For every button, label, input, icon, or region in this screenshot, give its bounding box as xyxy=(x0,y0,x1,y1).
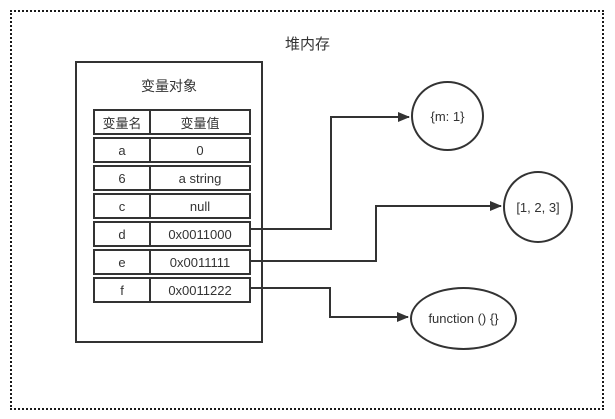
table-header-row: 变量名 变量值 xyxy=(93,109,251,135)
variable-table: 变量名 变量值 a 0 6 a string c null d 0x001100… xyxy=(93,109,251,303)
heap-object-map-label: {m: 1} xyxy=(430,108,465,124)
heap-object-function-label: function () {} xyxy=(428,311,499,326)
table-row-6: 6 a string xyxy=(93,165,251,191)
cell-name: f xyxy=(95,279,151,301)
variable-object-title: 变量对象 xyxy=(141,78,197,94)
cell-name: d xyxy=(95,223,151,245)
cell-value: 0x0011111 xyxy=(169,254,231,270)
cell-value: 0x0011222 xyxy=(168,282,232,298)
cell-name: 6 xyxy=(95,167,151,189)
variable-object-box: 变量对象 变量名 变量值 a 0 6 a string c null d 0x0… xyxy=(75,61,263,343)
cell-value: a string xyxy=(178,170,222,186)
table-row-e: e 0x0011111 xyxy=(93,249,251,275)
heap-object-array-label: [1, 2, 3] xyxy=(516,199,560,215)
table-row-a: a 0 xyxy=(93,137,251,163)
heap-object-map: {m: 1} xyxy=(411,81,484,151)
cell-name: a xyxy=(95,139,151,161)
header-variable-name: 变量名 xyxy=(95,111,151,133)
cell-name: e xyxy=(95,251,151,273)
diagram-title: 堆内存 xyxy=(284,36,330,53)
table-row-d: d 0x0011000 xyxy=(93,221,251,247)
header-variable-value: 变量值 xyxy=(180,115,220,131)
cell-value: 0 xyxy=(196,142,204,158)
table-row-c: c null xyxy=(93,193,251,219)
heap-object-function: function () {} xyxy=(410,287,517,350)
table-row-f: f 0x0011222 xyxy=(93,277,251,303)
cell-value: 0x0011000 xyxy=(168,226,232,242)
heap-memory-boundary xyxy=(10,10,604,410)
cell-value: null xyxy=(189,198,211,214)
heap-object-array: [1, 2, 3] xyxy=(503,171,573,243)
cell-name: c xyxy=(95,195,151,217)
